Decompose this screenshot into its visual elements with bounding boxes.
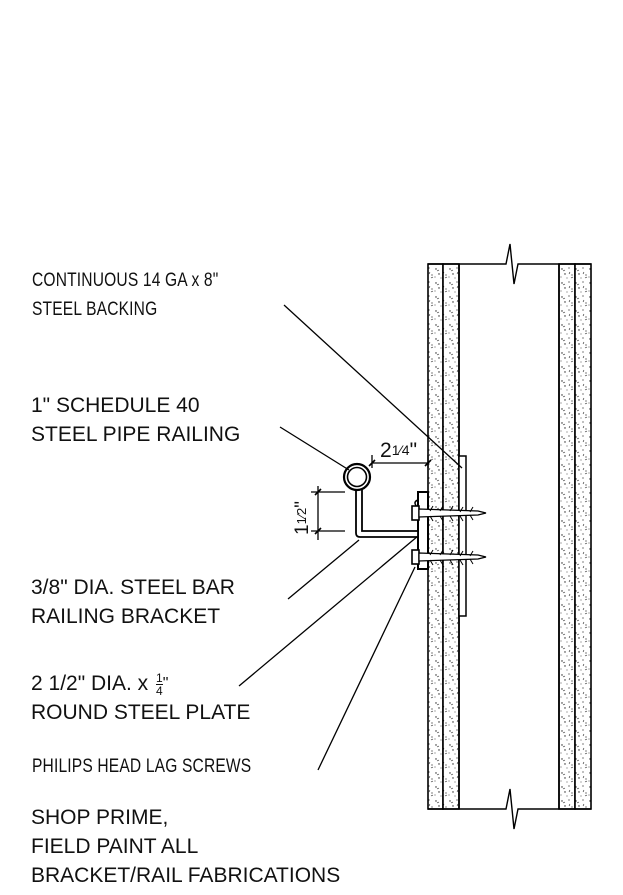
wall-section xyxy=(427,243,592,830)
wallboard-right-outer xyxy=(574,263,592,810)
label-bar-bracket: 3/8" DIA. STEEL BAR RAILING BRACKET xyxy=(31,573,235,631)
dimension-rise xyxy=(311,486,345,540)
lag-screws xyxy=(411,505,487,566)
label-bar-bracket-line-1: 3/8" DIA. STEEL BAR xyxy=(31,576,235,599)
lag-screw-lower xyxy=(411,549,487,566)
leader-lag-screws xyxy=(317,566,416,771)
label-steel-backing: CONTINUOUS 14 GA x 8" STEEL BACKING xyxy=(32,266,218,324)
label-steel-backing-line-2: STEEL BACKING xyxy=(32,299,158,320)
break-line-bottom xyxy=(428,788,591,830)
label-lag-screws: PHILIPS HEAD LAG SCREWS xyxy=(32,756,252,777)
label-pipe-railing-line-2: STEEL PIPE RAILING xyxy=(31,423,241,446)
label-shop-note-line-1: SHOP PRIME, xyxy=(31,806,169,829)
wallboard-left-inner xyxy=(442,263,460,810)
wallboard-right-inner xyxy=(558,263,576,810)
label-pipe-railing: 1" SCHEDULE 40 STEEL PIPE RAILING xyxy=(31,391,240,449)
label-shop-note: SHOP PRIME, FIELD PAINT ALL BRACKET/RAIL… xyxy=(31,803,340,890)
leader-lines xyxy=(238,304,463,771)
dimension-offset-value: 21⁄4" xyxy=(380,439,417,462)
steel-backing xyxy=(458,455,467,617)
dimension-offset xyxy=(368,455,432,468)
leader-steel-backing xyxy=(283,304,463,469)
break-line-top xyxy=(428,243,591,285)
dimension-rise-value: 11⁄2" xyxy=(292,501,313,535)
label-steel-backing-line-1: CONTINUOUS 14 GA x 8" xyxy=(32,270,219,291)
label-shop-note-line-2: FIELD PAINT ALL xyxy=(31,835,199,858)
label-pipe-railing-line-1: 1" SCHEDULE 40 xyxy=(31,394,200,417)
railing-bracket-bar xyxy=(355,477,419,538)
wallboard-left-outer xyxy=(427,263,444,810)
leader-round-plate xyxy=(238,535,419,687)
label-round-plate: 2 1/2" DIA. x 1 4 " ROUND STEEL PLATE xyxy=(31,669,250,727)
label-shop-note-line-3: BRACKET/RAIL FABRICATIONS xyxy=(31,864,341,887)
label-bar-bracket-line-2: RAILING BRACKET xyxy=(31,605,221,628)
lag-screw-upper xyxy=(411,505,487,522)
label-round-plate-line-2: ROUND STEEL PLATE xyxy=(31,701,251,724)
label-round-plate-line-1: 2 1/2" DIA. x 1 4 " xyxy=(31,670,169,698)
leader-bar-bracket xyxy=(287,539,360,600)
leader-pipe-railing xyxy=(279,426,350,471)
pipe-railing xyxy=(342,462,372,492)
